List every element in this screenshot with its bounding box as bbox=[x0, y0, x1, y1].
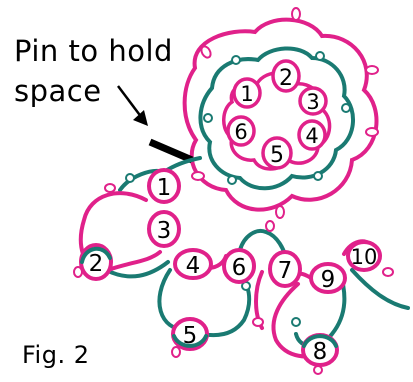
chain-ring-9: 9 bbox=[309, 262, 347, 294]
flower-ring-5: 5 bbox=[261, 136, 293, 170]
svg-text:1: 1 bbox=[240, 82, 253, 106]
chain-ring-2: 2 bbox=[79, 243, 113, 281]
chain-ring-1: 1 bbox=[147, 168, 181, 204]
svg-text:10: 10 bbox=[351, 245, 378, 269]
flower-outer-teal-arcs bbox=[198, 46, 356, 191]
flower-picots bbox=[191, 7, 379, 219]
pin-caption-line1: Pin to hold bbox=[14, 34, 173, 68]
pin-pointer-arrow-line bbox=[117, 85, 143, 119]
pin-marker bbox=[117, 85, 194, 164]
flower-ring-2: 2 bbox=[271, 59, 301, 93]
pin-pointer-arrowhead bbox=[133, 110, 148, 126]
flower-ring-4: 4 bbox=[297, 119, 327, 151]
chain-motif: 1 3 2 4 6 7 bbox=[73, 156, 410, 375]
svg-text:5: 5 bbox=[270, 143, 284, 168]
flower-ring-1: 1 bbox=[232, 77, 262, 109]
chain-ring-7: 7 bbox=[268, 250, 302, 288]
svg-text:7: 7 bbox=[278, 258, 293, 284]
svg-text:3: 3 bbox=[157, 218, 172, 244]
flower-ring-6: 6 bbox=[226, 115, 256, 147]
svg-text:2: 2 bbox=[89, 251, 104, 277]
svg-text:2: 2 bbox=[279, 66, 293, 91]
chain-teal-top-arc bbox=[238, 229, 288, 260]
flower-ring-3: 3 bbox=[298, 86, 328, 116]
chain-ring-4: 4 bbox=[173, 248, 213, 280]
svg-text:4: 4 bbox=[305, 124, 318, 148]
chain-ring-6: 6 bbox=[222, 248, 256, 284]
pin-caption-line2: space bbox=[14, 74, 102, 108]
chain-picots bbox=[73, 183, 394, 375]
chain-ring-8: 8 bbox=[301, 333, 339, 367]
svg-text:3: 3 bbox=[306, 90, 319, 114]
svg-text:6: 6 bbox=[234, 120, 247, 144]
svg-text:9: 9 bbox=[321, 267, 336, 293]
svg-text:5: 5 bbox=[183, 323, 198, 349]
chain-ring-5: 5 bbox=[171, 317, 209, 351]
chain-ring-10: 10 bbox=[346, 240, 382, 272]
flower-joins bbox=[203, 51, 351, 185]
chain-ring-3: 3 bbox=[147, 210, 181, 248]
pin-bar bbox=[148, 138, 194, 164]
svg-text:1: 1 bbox=[157, 175, 172, 201]
chain-pink-left-lower bbox=[106, 250, 162, 272]
svg-text:4: 4 bbox=[186, 253, 201, 279]
svg-text:6: 6 bbox=[232, 255, 247, 281]
figure-label: Fig. 2 bbox=[22, 341, 90, 369]
svg-text:8: 8 bbox=[313, 339, 328, 365]
chain-teal-left bbox=[104, 260, 170, 279]
flower-motif: 1 2 3 4 5 6 bbox=[182, 7, 379, 219]
chain-teal-middle bbox=[157, 268, 252, 338]
